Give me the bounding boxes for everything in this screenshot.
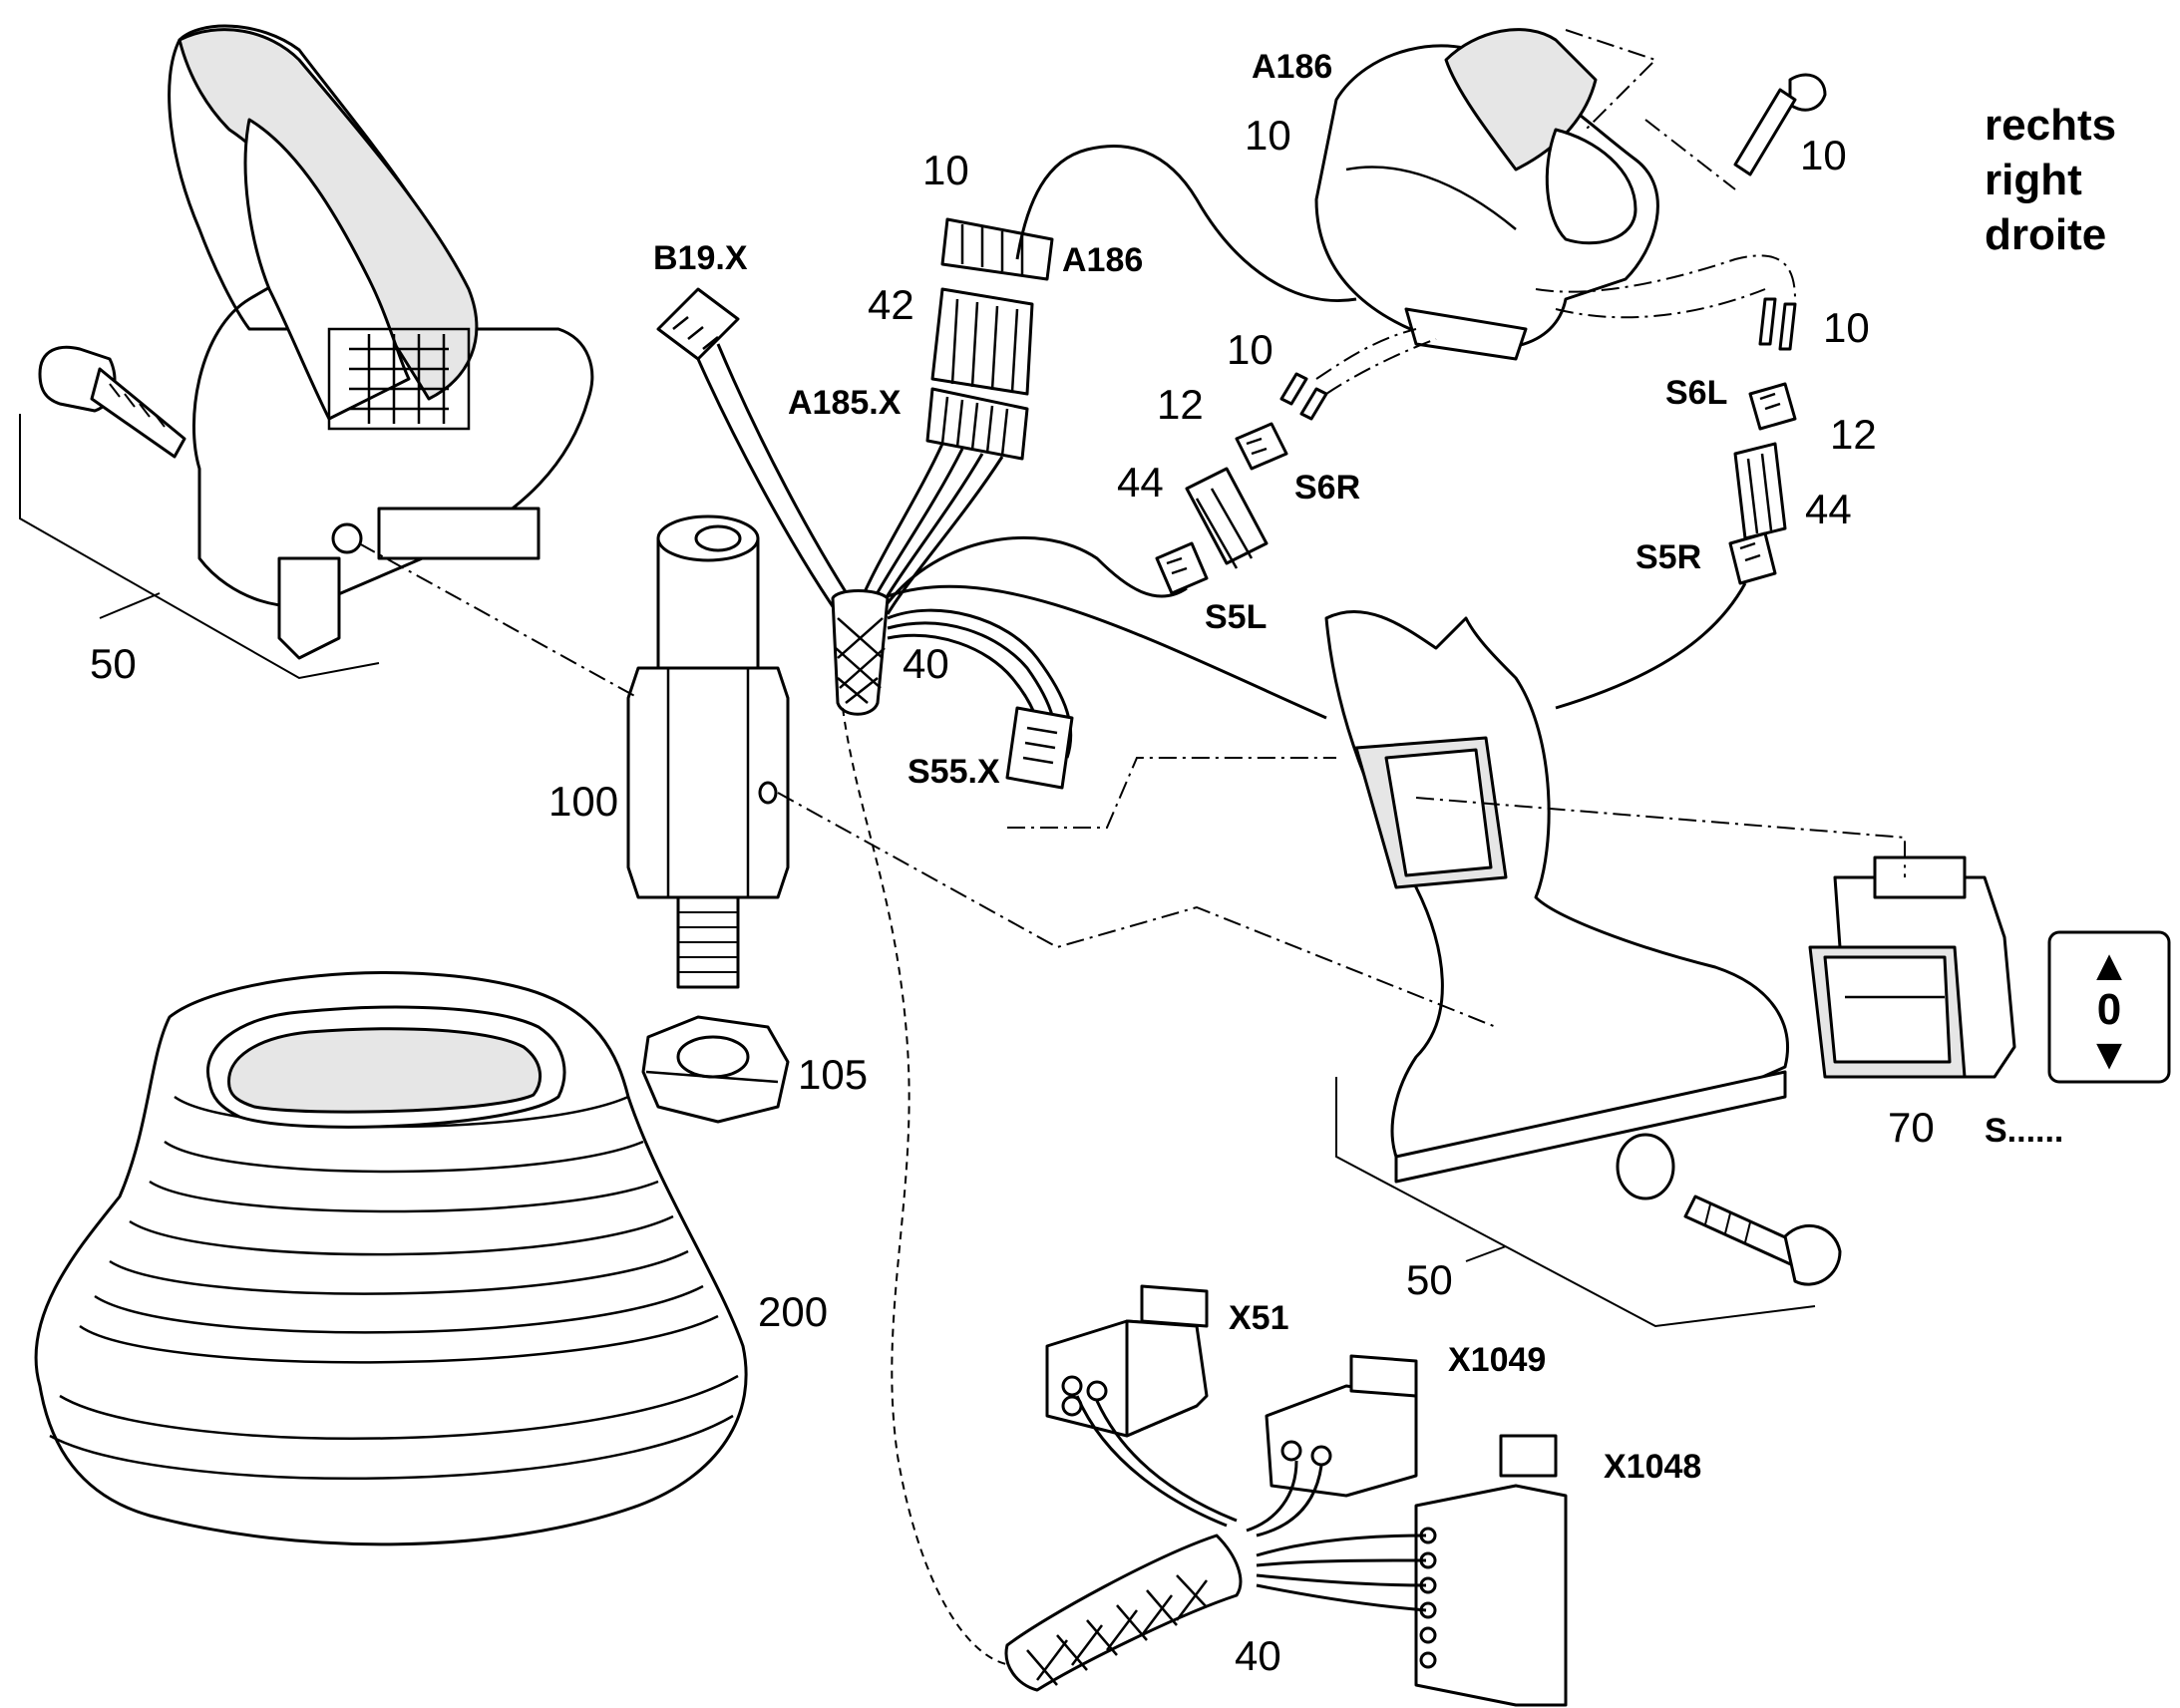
label-switch: 70 <box>1888 1104 1935 1151</box>
side-text-en: right <box>1985 156 2082 204</box>
label-a186-plug-qty: 10 <box>922 147 969 193</box>
label-s6l-qty: 12 <box>1830 411 1877 458</box>
stud-bolt <box>626 514 790 989</box>
label-sleeve-bottom: 40 <box>1235 1632 1281 1679</box>
side-text-de: rechts <box>1985 101 2116 150</box>
label-x1049: X1049 <box>1448 1341 1546 1379</box>
s6l-bridge <box>1733 442 1787 540</box>
s5l-connector <box>1155 541 1209 595</box>
wire-harness-upper <box>656 145 1357 1667</box>
right-grip-housing <box>1324 609 1842 1328</box>
label-s5l: S5L <box>1205 598 1267 636</box>
center-line-left-grip <box>358 542 639 699</box>
label-pins-right-qty: 10 <box>1823 304 1870 351</box>
hex-nut <box>641 1015 790 1124</box>
rocker-middle-label: 0 <box>2097 985 2121 1034</box>
label-a186-plug: A186 <box>1062 241 1143 279</box>
rubber-boot <box>34 971 748 1546</box>
label-left-grip: 50 <box>90 640 137 687</box>
side-text-fr: droite <box>1985 210 2106 259</box>
label-s6r-bridge: 44 <box>1117 459 1164 506</box>
center-line-s55 <box>1007 757 1336 829</box>
label-switch-code: S...... <box>1985 1112 2063 1150</box>
label-s55x: S55.X <box>908 753 1000 791</box>
label-right-grip: 50 <box>1406 1256 1453 1303</box>
label-stud: 100 <box>548 778 618 825</box>
left-grip-screw <box>38 345 186 459</box>
label-boot: 200 <box>758 1288 828 1335</box>
s6r-connector <box>1235 422 1288 471</box>
label-screw-top-qty: 10 <box>1800 132 1847 178</box>
a186-switch-module <box>1279 28 1827 421</box>
label-a185x: A185.X <box>788 384 902 422</box>
s5r-connector <box>1555 531 1777 710</box>
label-s6r: S6R <box>1294 469 1360 507</box>
wire-harness-lower <box>1004 1284 1568 1707</box>
right-grip-screw <box>1683 1195 1842 1286</box>
label-s6l: S6L <box>1665 374 1727 412</box>
label-bridge: 42 <box>868 281 914 328</box>
label-x51: X51 <box>1229 1299 1289 1337</box>
rocker-up-icon: ▲ <box>2087 941 2131 990</box>
s6l-connector <box>1748 382 1797 431</box>
rocker-switch <box>1808 855 2016 1079</box>
label-s5r: S5R <box>1635 538 1701 576</box>
label-a186-top: A186 <box>1252 48 1332 86</box>
left-grip-housing <box>19 24 594 680</box>
label-x1048: X1048 <box>1604 1448 1701 1486</box>
top-screw <box>1733 73 1827 176</box>
s6r-bridge <box>1185 467 1269 569</box>
label-sleeve-top: 40 <box>903 640 949 687</box>
center-line-stud <box>777 792 1497 1028</box>
rocker-down-icon: ▼ <box>2087 1030 2131 1079</box>
label-pins-mid-qty: 10 <box>1227 326 1273 373</box>
label-nut: 105 <box>798 1051 868 1098</box>
label-s6l-bridge: 44 <box>1805 486 1852 532</box>
labels: 50 B19.X 10 A186 42 A185.X A186 10 10 10… <box>90 48 2131 1679</box>
label-a186-top-qty: 10 <box>1245 112 1291 159</box>
label-s6r-qty: 12 <box>1157 381 1204 428</box>
rocker-symbol-box <box>2047 930 2171 1084</box>
label-b19x: B19.X <box>653 239 748 277</box>
